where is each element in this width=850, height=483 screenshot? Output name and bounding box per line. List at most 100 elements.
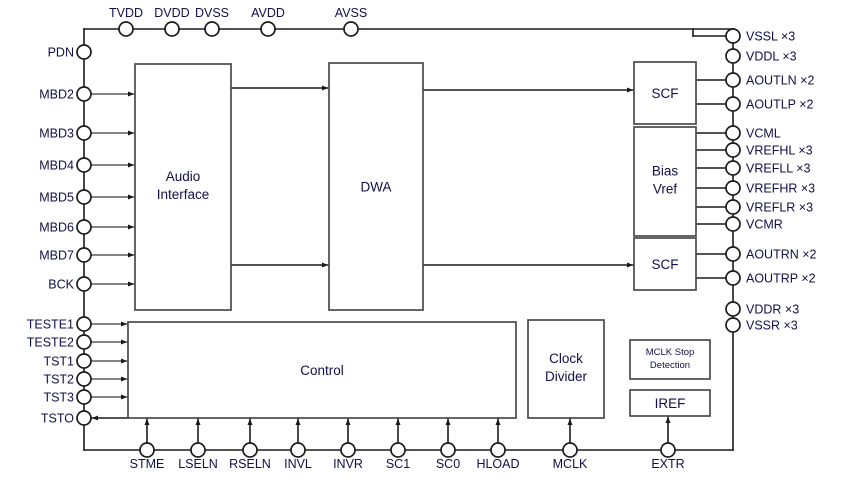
pin-hload[interactable]: HLOAD — [476, 442, 520, 471]
pin-mbd2[interactable]: MBD2 — [39, 86, 92, 102]
pin-avdd[interactable]: AVDD — [251, 6, 285, 37]
pin-extr[interactable]: EXTR — [651, 442, 685, 471]
pin-tst3[interactable]: TST3 — [43, 389, 92, 405]
pin-mbd5[interactable]: MBD5 — [39, 189, 92, 205]
pin-circle-vcml[interactable] — [725, 125, 741, 141]
pin-mclk[interactable]: MCLK — [553, 442, 588, 471]
pin-circle-dvss[interactable] — [204, 21, 220, 37]
pin-vssr[interactable]: VSSR ×3 — [725, 317, 798, 333]
pin-circle-tsto[interactable] — [76, 410, 92, 426]
pin-dvss[interactable]: DVSS — [195, 6, 229, 37]
pin-circle-tst3[interactable] — [76, 389, 92, 405]
pin-label-pdn: PDN — [48, 46, 74, 60]
pin-circle-sc1[interactable] — [390, 442, 406, 458]
pin-tst2[interactable]: TST2 — [43, 371, 92, 387]
pin-circle-tvdd[interactable] — [118, 21, 134, 37]
pin-lseln[interactable]: LSELN — [178, 442, 218, 471]
pin-vddr[interactable]: VDDR ×3 — [725, 301, 799, 317]
pin-teste1[interactable]: TESTE1 — [27, 316, 92, 332]
pin-circle-mbd3[interactable] — [76, 125, 92, 141]
pin-circle-pdn[interactable] — [76, 44, 92, 60]
block-label: SCF — [652, 257, 679, 272]
pin-aoutrp[interactable]: AOUTRP ×2 — [725, 270, 816, 286]
pin-vcmr[interactable]: VCMR — [725, 216, 783, 232]
pin-aoutln[interactable]: AOUTLN ×2 — [725, 72, 814, 88]
pin-circle-vssl[interactable] — [725, 28, 741, 44]
pin-stme[interactable]: STME — [130, 442, 165, 471]
pin-circle-mbd2[interactable] — [76, 86, 92, 102]
pin-circle-bck[interactable] — [76, 276, 92, 292]
pin-mbd6[interactable]: MBD6 — [39, 219, 92, 235]
pin-rseln[interactable]: RSELN — [229, 442, 271, 471]
pin-label-vrefll: VREFLL ×3 — [746, 162, 811, 176]
pin-circle-invl[interactable] — [290, 442, 306, 458]
pin-circle-vrefhl[interactable] — [725, 142, 741, 158]
pin-circle-aoutln[interactable] — [725, 72, 741, 88]
pin-circle-teste1[interactable] — [76, 316, 92, 332]
pin-circle-extr[interactable] — [660, 442, 676, 458]
pin-label-avdd: AVDD — [251, 6, 285, 20]
pin-tvdd[interactable]: TVDD — [109, 6, 143, 37]
pin-circle-dvdd[interactable] — [164, 21, 180, 37]
block-label: Interface — [157, 187, 210, 202]
pin-aoutlp[interactable]: AOUTLP ×2 — [725, 96, 814, 112]
pin-circle-aoutrn[interactable] — [725, 246, 741, 262]
pin-circle-tst1[interactable] — [76, 353, 92, 369]
pin-vcml[interactable]: VCML — [725, 125, 781, 141]
pin-bck[interactable]: BCK — [48, 276, 92, 292]
pin-circle-vddl[interactable] — [725, 48, 741, 64]
pin-circle-vrefhr[interactable] — [725, 180, 741, 196]
pin-vreflr[interactable]: VREFLR ×3 — [725, 199, 813, 215]
pin-label-aoutlp: AOUTLP ×2 — [746, 98, 814, 112]
pin-vrefhr[interactable]: VREFHR ×3 — [725, 180, 815, 196]
pin-circle-rseln[interactable] — [242, 442, 258, 458]
pin-vrefll[interactable]: VREFLL ×3 — [725, 160, 811, 176]
block-label: SCF — [652, 86, 679, 101]
pin-tst1[interactable]: TST1 — [43, 353, 92, 369]
pin-mbd4[interactable]: MBD4 — [39, 157, 92, 173]
block-label: Detection — [650, 360, 690, 371]
pin-circle-teste2[interactable] — [76, 334, 92, 350]
pin-circle-vcmr[interactable] — [725, 216, 741, 232]
pin-sc0[interactable]: SC0 — [436, 442, 460, 471]
pin-circle-avdd[interactable] — [260, 21, 276, 37]
pin-vssl[interactable]: VSSL ×3 — [725, 28, 795, 44]
pin-circle-aoutrp[interactable] — [725, 270, 741, 286]
pin-circle-mbd5[interactable] — [76, 189, 92, 205]
pin-circle-invr[interactable] — [340, 442, 356, 458]
pin-sc1[interactable]: SC1 — [386, 442, 410, 471]
pin-teste2[interactable]: TESTE2 — [27, 334, 92, 350]
pin-aoutrn[interactable]: AOUTRN ×2 — [725, 246, 817, 262]
pin-vrefhl[interactable]: VREFHL ×3 — [725, 142, 813, 158]
pin-mbd7[interactable]: MBD7 — [39, 247, 92, 263]
pin-invl[interactable]: INVL — [284, 442, 312, 471]
pin-circle-mbd6[interactable] — [76, 219, 92, 235]
pin-avss[interactable]: AVSS — [335, 6, 367, 37]
pin-circle-aoutlp[interactable] — [725, 96, 741, 112]
pin-circle-avss[interactable] — [343, 21, 359, 37]
pin-circle-vssr[interactable] — [725, 317, 741, 333]
pin-circle-mbd7[interactable] — [76, 247, 92, 263]
pin-circle-hload[interactable] — [490, 442, 506, 458]
pin-circle-lseln[interactable] — [190, 442, 206, 458]
pin-mbd3[interactable]: MBD3 — [39, 125, 92, 141]
pin-circle-stme[interactable] — [139, 442, 155, 458]
block-label: Bias — [652, 164, 679, 179]
pin-invr[interactable]: INVR — [333, 442, 363, 471]
pin-circle-vreflr[interactable] — [725, 199, 741, 215]
pin-circle-sc0[interactable] — [440, 442, 456, 458]
pin-vddl[interactable]: VDDL ×3 — [725, 48, 797, 64]
pin-label-vrefhl: VREFHL ×3 — [746, 144, 813, 158]
pin-circle-tst2[interactable] — [76, 371, 92, 387]
pin-pdn[interactable]: PDN — [48, 44, 92, 60]
pin-dvdd[interactable]: DVDD — [154, 6, 190, 37]
pin-tsto[interactable]: TSTO — [41, 410, 92, 426]
pin-circle-mbd4[interactable] — [76, 157, 92, 173]
pin-label-vssl: VSSL ×3 — [746, 30, 795, 44]
pin-circle-vrefll[interactable] — [725, 160, 741, 176]
pin-circle-vddr[interactable] — [725, 301, 741, 317]
pin-circle-mclk[interactable] — [562, 442, 578, 458]
